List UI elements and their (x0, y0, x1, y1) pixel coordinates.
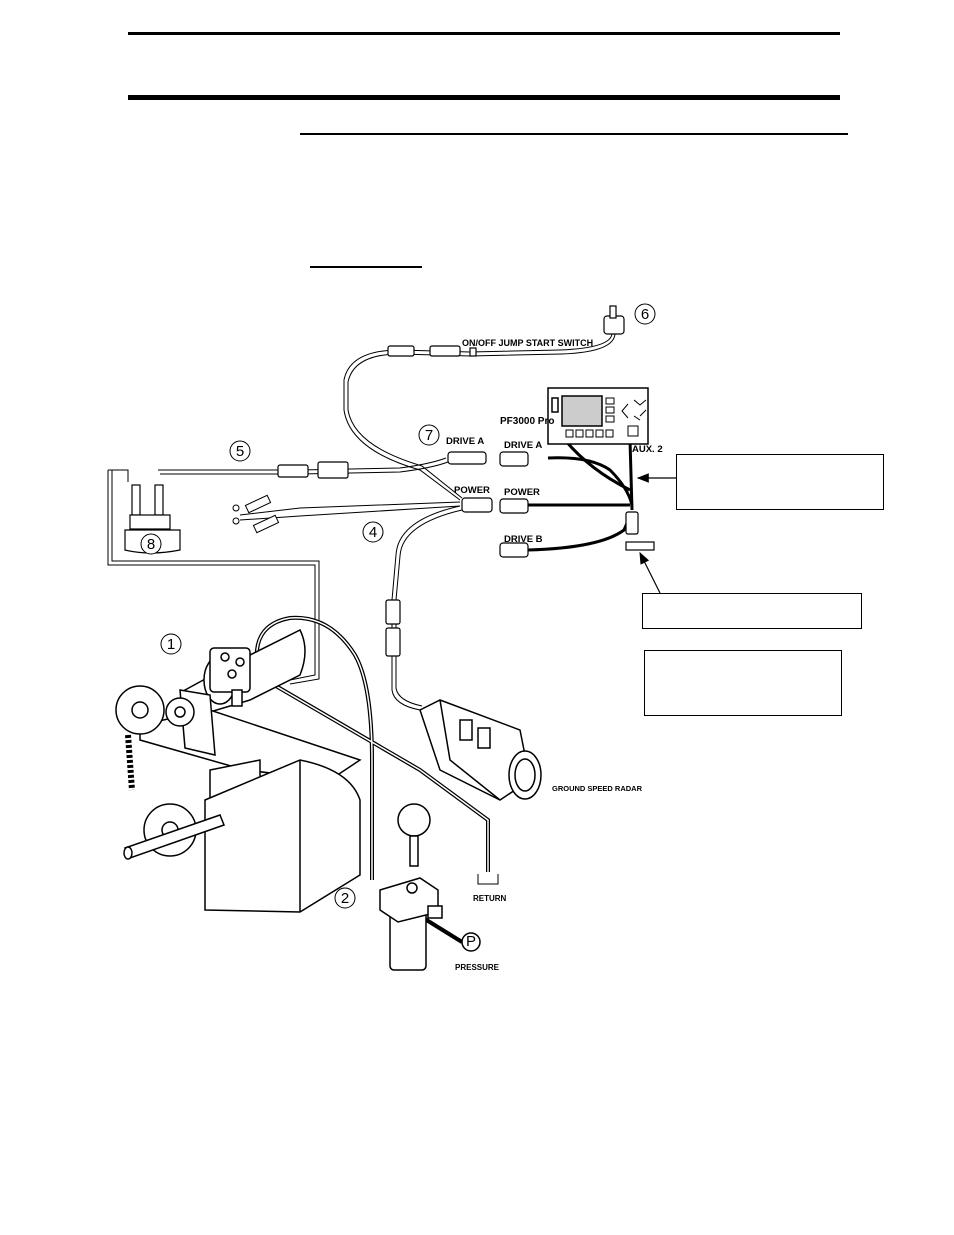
callout-5: 5 (236, 443, 244, 460)
section-rule (300, 133, 848, 135)
return-label: RETURN (473, 894, 507, 903)
callout-5-circle (229, 440, 251, 462)
drive-a-harness-label: DRIVE A (446, 436, 484, 447)
header-thick-rule (128, 95, 840, 100)
callout-6: 6 (641, 306, 649, 323)
annotation-box-2 (642, 593, 862, 629)
onoff-switch-label: ON/OFF JUMP START SWITCH (462, 338, 593, 348)
callout-7-circle (418, 424, 440, 446)
pressure-symbol: P (466, 933, 476, 950)
power-console-label: POWER (504, 487, 540, 498)
callout-1-circle (160, 633, 182, 655)
annotation-box-3 (644, 650, 842, 716)
drive-b-label: DRIVE B (504, 534, 543, 545)
callout-4: 4 (369, 524, 377, 541)
callout-2: 2 (341, 890, 349, 907)
callout-7: 7 (425, 427, 433, 444)
pressure-label: PRESSURE (455, 963, 500, 972)
callout-8-circle (140, 533, 162, 555)
drive-a-console-label: DRIVE A (504, 440, 542, 451)
header-thin-rule (128, 32, 840, 35)
aux2-label: AUX. 2 (632, 444, 663, 455)
arrow-to-aux2 (639, 551, 661, 594)
ground-speed-radar-label: GROUND SPEED RADAR (552, 784, 643, 793)
callout-6-circle (634, 303, 656, 325)
power-harness-label: POWER (454, 485, 490, 496)
callout-1: 1 (167, 636, 175, 653)
callout-8: 8 (147, 536, 155, 553)
subheading-underline (310, 266, 422, 268)
callout-4-circle (362, 521, 384, 543)
callout-2-circle (334, 887, 356, 909)
annotation-box-1 (676, 454, 884, 510)
console-label: PF3000 Pro (500, 416, 554, 427)
